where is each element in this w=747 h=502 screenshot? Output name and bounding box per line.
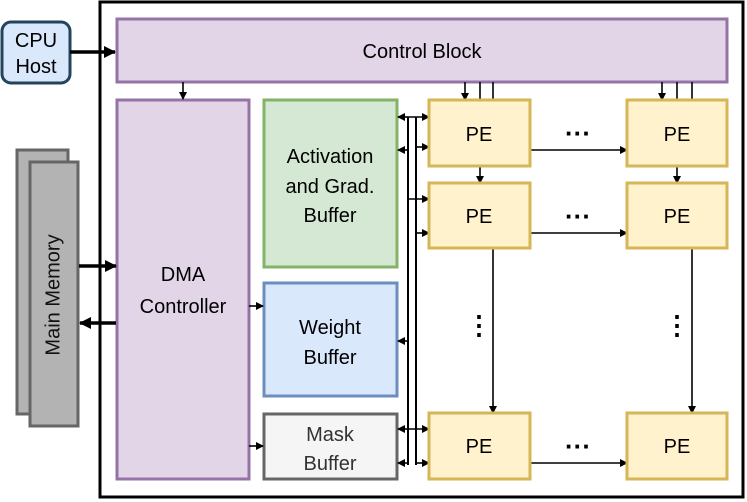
- dma-controller-label-line1: DMA: [161, 264, 206, 286]
- vertical-ellipsis: ⋮: [466, 310, 492, 340]
- pe-label: PE: [466, 124, 493, 146]
- pe-rown-coln: PE: [625, 411, 729, 481]
- vertical-ellipsis: ⋮: [664, 310, 690, 340]
- main-memory-label: Main Memory: [42, 234, 64, 355]
- weight-buffer-label-line2: Buffer: [304, 347, 357, 369]
- horizontal-ellipsis: ···: [565, 431, 591, 461]
- activation-buffer-label-line3: Buffer: [304, 205, 357, 227]
- mask-buffer-label-line1: Mask: [306, 424, 355, 446]
- control-block: Control Block: [115, 17, 729, 84]
- pe-label: PE: [664, 436, 691, 458]
- cpu-host-label-line1: CPU: [15, 30, 57, 52]
- control-block-label: Control Block: [363, 41, 483, 63]
- pe-array: PE PE PE PE PE PE ··· ··· ··· ⋮ ⋮: [427, 98, 729, 481]
- cpu-host: CPU Host: [0, 20, 72, 85]
- pe-row1-col1: PE: [427, 98, 532, 168]
- activation-grad-buffer: Activation and Grad. Buffer: [262, 98, 399, 269]
- mask-buffer-label-line2: Buffer: [304, 453, 357, 475]
- horizontal-ellipsis: ···: [565, 118, 591, 148]
- pe-row2-coln: PE: [625, 181, 729, 250]
- connections: [70, 46, 696, 467]
- pe-label: PE: [664, 206, 691, 228]
- pe-label: PE: [664, 124, 691, 146]
- activation-buffer-label-line1: Activation: [287, 146, 374, 168]
- horizontal-ellipsis: ···: [565, 201, 591, 231]
- mask-buffer: Mask Buffer: [262, 412, 399, 481]
- pe-row2-col1: PE: [427, 181, 532, 250]
- dma-controller: DMA Controller: [115, 98, 251, 481]
- pe-rown-col1: PE: [427, 411, 532, 481]
- cpu-host-label-line2: Host: [15, 56, 57, 78]
- pe-label: PE: [466, 436, 493, 458]
- dma-controller-label-line2: Controller: [140, 296, 227, 318]
- activation-buffer-label-line2: and Grad.: [286, 176, 375, 198]
- pe-label: PE: [466, 206, 493, 228]
- pe-row1-coln: PE: [625, 98, 729, 168]
- weight-buffer-label-line1: Weight: [299, 317, 361, 339]
- weight-buffer: Weight Buffer: [262, 281, 399, 398]
- main-memory: Main Memory: [15, 148, 80, 428]
